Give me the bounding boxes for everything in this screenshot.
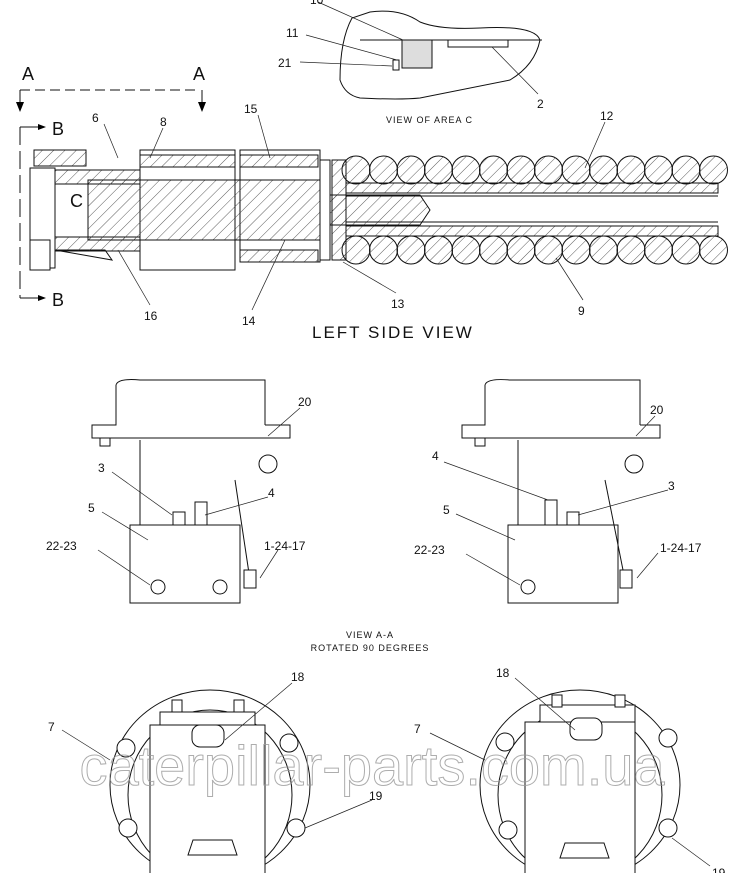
section-b-bottom: B [52,290,64,310]
view-aa-left: 20 3 4 5 22-23 1-24-17 [46,379,312,604]
view-aa-caption: VIEW A-A [346,630,394,640]
left-side-view: A A B B C 6 8 15 12 [16,64,728,342]
callout-3: 3 [98,461,105,475]
callout-22-23: 22-23 [414,543,445,557]
callout-11: 11 [286,26,299,40]
spring-coil [671,235,701,265]
callout-7: 7 [414,722,421,736]
spring-coil [506,235,536,265]
callout-9: 9 [578,304,585,318]
watermark: caterpillar-parts.com.ua [79,734,665,797]
callout-16: 16 [144,309,158,323]
callout-1-24-17: 1-24-17 [660,541,702,555]
spring-coil [451,155,481,185]
callout-15: 15 [244,102,258,116]
callout-18: 18 [291,670,305,684]
area-c-caption: VIEW OF AREA C [386,115,473,125]
spring-coil [451,235,481,265]
spring-coil [699,235,728,265]
spring-coil [341,235,371,265]
callout-5: 5 [443,503,450,517]
callout-14: 14 [242,314,256,328]
callout-3: 3 [668,479,675,493]
spring-coil [479,155,508,185]
end-view-left: 7 18 19 [48,670,383,873]
end-view-right: 7 18 19 [414,666,726,873]
spring-coil [506,155,536,185]
callout-1-24-17: 1-24-17 [264,539,306,553]
callout-19: 19 [369,789,383,803]
callout-22-23: 22-23 [46,539,77,553]
callout-8: 8 [160,115,167,129]
spring-coil [396,235,426,265]
section-a-left: A [22,64,34,84]
section-a-right: A [193,64,205,84]
callout-4: 4 [432,449,439,463]
section-b-top: B [52,119,64,139]
spring-coil [589,155,618,185]
spring-coil [396,155,426,185]
section-c: C [70,191,83,211]
spring-coil [534,155,563,185]
area-c-detail: 10 11 21 2 VIEW OF AREA C [278,0,544,125]
spring-coil [424,235,453,265]
spring-coil [589,235,618,265]
spring-coil [369,155,398,185]
spring-coil [534,235,563,265]
callout-10: 10 [310,0,324,7]
spring-coil [616,155,646,185]
view-aa-caption-rotated: ROTATED 90 DEGREES [311,643,430,653]
callout-20: 20 [650,403,664,417]
spring-coil [644,235,673,265]
callout-18: 18 [496,666,510,680]
callout-2: 2 [537,97,544,111]
spring-coil [699,155,728,185]
callout-21: 21 [278,56,292,70]
spring-coil [341,155,371,185]
callout-20: 20 [298,395,312,409]
left-side-view-caption: LEFT SIDE VIEW [312,323,474,342]
callout-6: 6 [92,111,99,125]
spring-coil [561,155,591,185]
spring-coil [644,155,673,185]
spring-coil [561,235,591,265]
callout-19: 19 [712,866,726,873]
callout-13: 13 [391,297,405,311]
callout-4: 4 [268,486,275,500]
spring-coil [424,155,453,185]
spring-coil [369,235,398,265]
callout-5: 5 [88,501,95,515]
view-aa-right: 20 4 3 5 22-23 1-24-17 [414,379,702,604]
callout-12: 12 [600,109,614,123]
callout-7: 7 [48,720,55,734]
spring-coil [671,155,701,185]
spring-coil [479,235,508,265]
spring-coil [616,235,646,265]
